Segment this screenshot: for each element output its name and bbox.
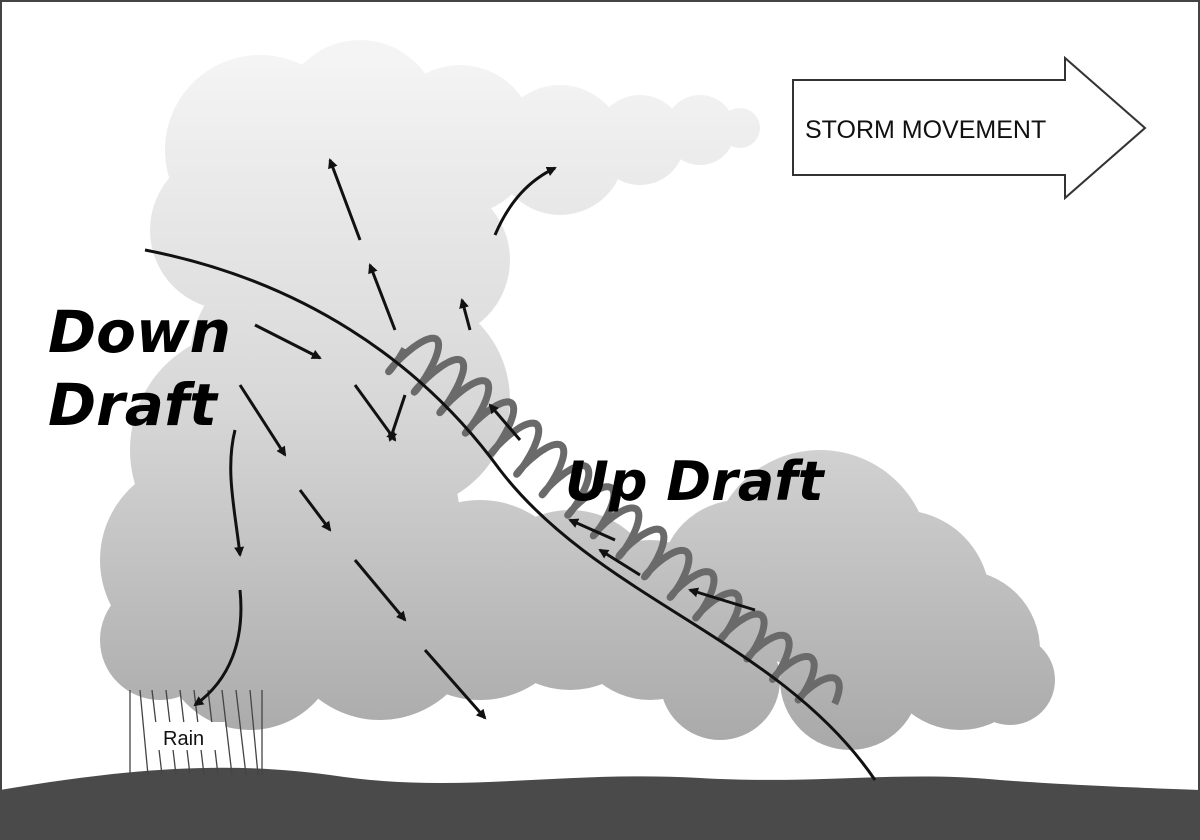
cloud-puff [780, 610, 920, 750]
rain-label: Rain [163, 728, 204, 750]
storm-movement-arrow: STORM MOVEMENT [792, 55, 1147, 201]
ground [0, 767, 1200, 840]
airflow-arrow [598, 548, 641, 577]
airflow-arrow [423, 649, 487, 720]
airflow-arrow [229, 429, 245, 557]
cloud-puff [965, 635, 1055, 725]
airflow-arrow [368, 263, 397, 331]
airflow-arrow [459, 298, 472, 331]
airflow-arrow [488, 403, 522, 441]
airflow-arrow [568, 518, 616, 542]
cloud-puff [665, 95, 735, 165]
storm-cloud [100, 40, 1055, 750]
cloud-puff [720, 108, 760, 148]
airflow-arrow [688, 587, 756, 612]
down-draft-label-line2: Draft [48, 371, 219, 439]
rain-label-bg [155, 722, 225, 750]
airflow-arrow [328, 158, 362, 241]
storm-movement-label: STORM MOVEMENT [805, 116, 1046, 144]
down-draft-label-line1: Down [48, 298, 231, 366]
airflow-arrow [353, 559, 407, 622]
main-flow-line [144, 248, 877, 781]
cloud-puff [385, 65, 535, 215]
up-draft-label: Up Draft [565, 450, 826, 513]
airflow-arrows [144, 158, 877, 781]
coil-spiral [385, 334, 843, 706]
updraft-coil [385, 334, 843, 706]
airflow-arrow [193, 589, 243, 707]
airflow-arrow [387, 394, 407, 442]
airflow-arrow [493, 166, 557, 236]
airflow-arrow [238, 384, 287, 457]
airflow-arrow [298, 489, 332, 532]
cloud-puff [595, 95, 685, 185]
airflow-arrow [254, 323, 322, 360]
cloud-puff [495, 85, 625, 215]
